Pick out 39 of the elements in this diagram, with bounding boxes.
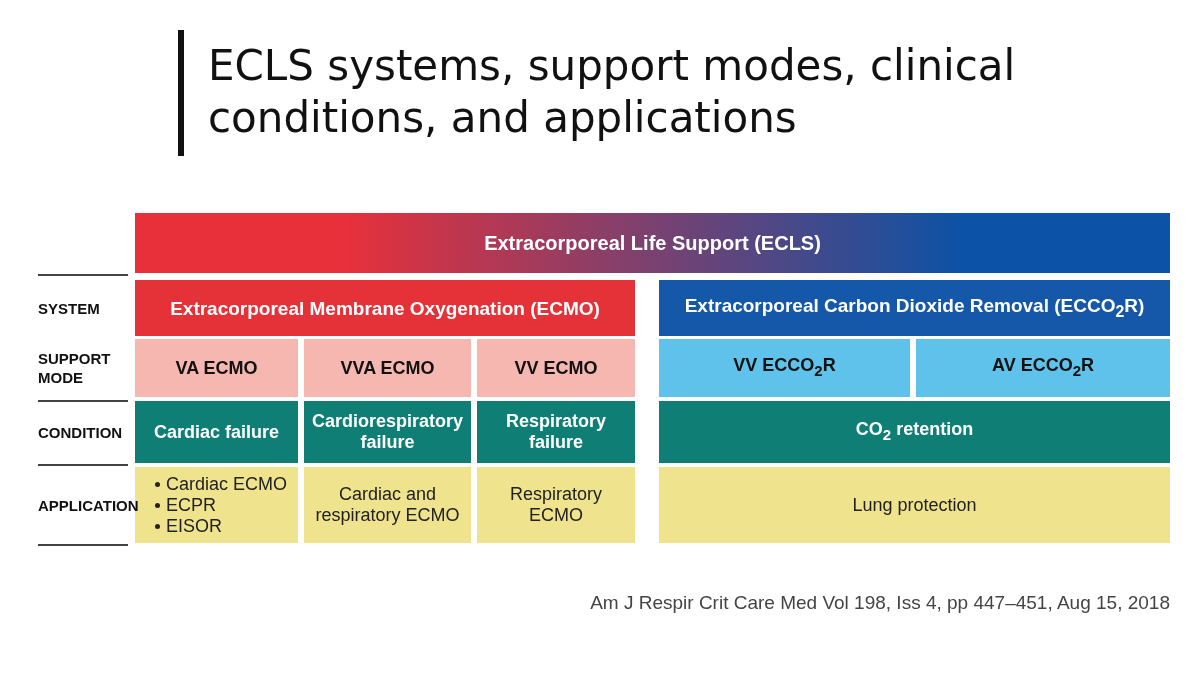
cell-text: Extracorporeal Membrane Oxygenation (ECMO) (170, 297, 600, 319)
mode-box (477, 339, 635, 397)
system-box (659, 280, 1170, 336)
list-item-text: Cardiac ECMO (166, 473, 288, 495)
condition-box (304, 401, 471, 463)
application-box (477, 467, 635, 543)
cell-text: Extracorporeal Carbon Dioxide Removal (ECCO$_{2}$R) (684, 294, 1145, 322)
cell-text: VVA ECMO (340, 357, 435, 379)
cell-text: Cardiorespiratory failure (310, 411, 465, 453)
cell-text: VA ECMO (175, 357, 258, 379)
cell-text: VV ECCO$_{2}$R (733, 355, 836, 381)
mode-box (916, 339, 1170, 397)
list-item-text: EISOR (166, 515, 222, 537)
list-item-text: ECPR (166, 494, 216, 516)
cell-text: Extracorporeal Life Support (ECLS) (484, 232, 821, 254)
mode-box (659, 339, 910, 397)
system-box (135, 280, 635, 336)
row-label: SUPPORT MODE (38, 349, 112, 387)
cell-text: Cardiac and respiratory ECMO (314, 484, 461, 526)
cell-text: Respiratory ECMO (509, 484, 603, 526)
mode-box (304, 339, 471, 397)
row-label: SYSTEM (38, 298, 100, 318)
cell-text: Cardiac failure (153, 421, 280, 443)
application-box (304, 467, 471, 543)
condition-box (477, 401, 635, 463)
condition-box (135, 401, 298, 463)
cell-text: Respiratory failure (504, 411, 607, 453)
mode-box (135, 339, 298, 397)
cell-text: AV ECCO$_{2}$R (992, 355, 1094, 381)
cell-text: VV ECMO (514, 357, 598, 379)
row-label: CONDITION (38, 422, 123, 442)
header-bar (135, 213, 1170, 273)
application-box (659, 467, 1170, 543)
citation: Am J Respir Crit Care Med Vol 198, Iss 4, pp 447–451, Aug 15, 2018 (590, 592, 1170, 614)
row-label: APPLICATION (38, 495, 139, 515)
cell-text: CO$_{2}$ retention (855, 419, 974, 445)
condition-box (659, 401, 1170, 463)
title: ECLS systems, support modes, clinical conditions, and applications (208, 40, 1017, 144)
cell-text: Lung protection (852, 494, 977, 516)
